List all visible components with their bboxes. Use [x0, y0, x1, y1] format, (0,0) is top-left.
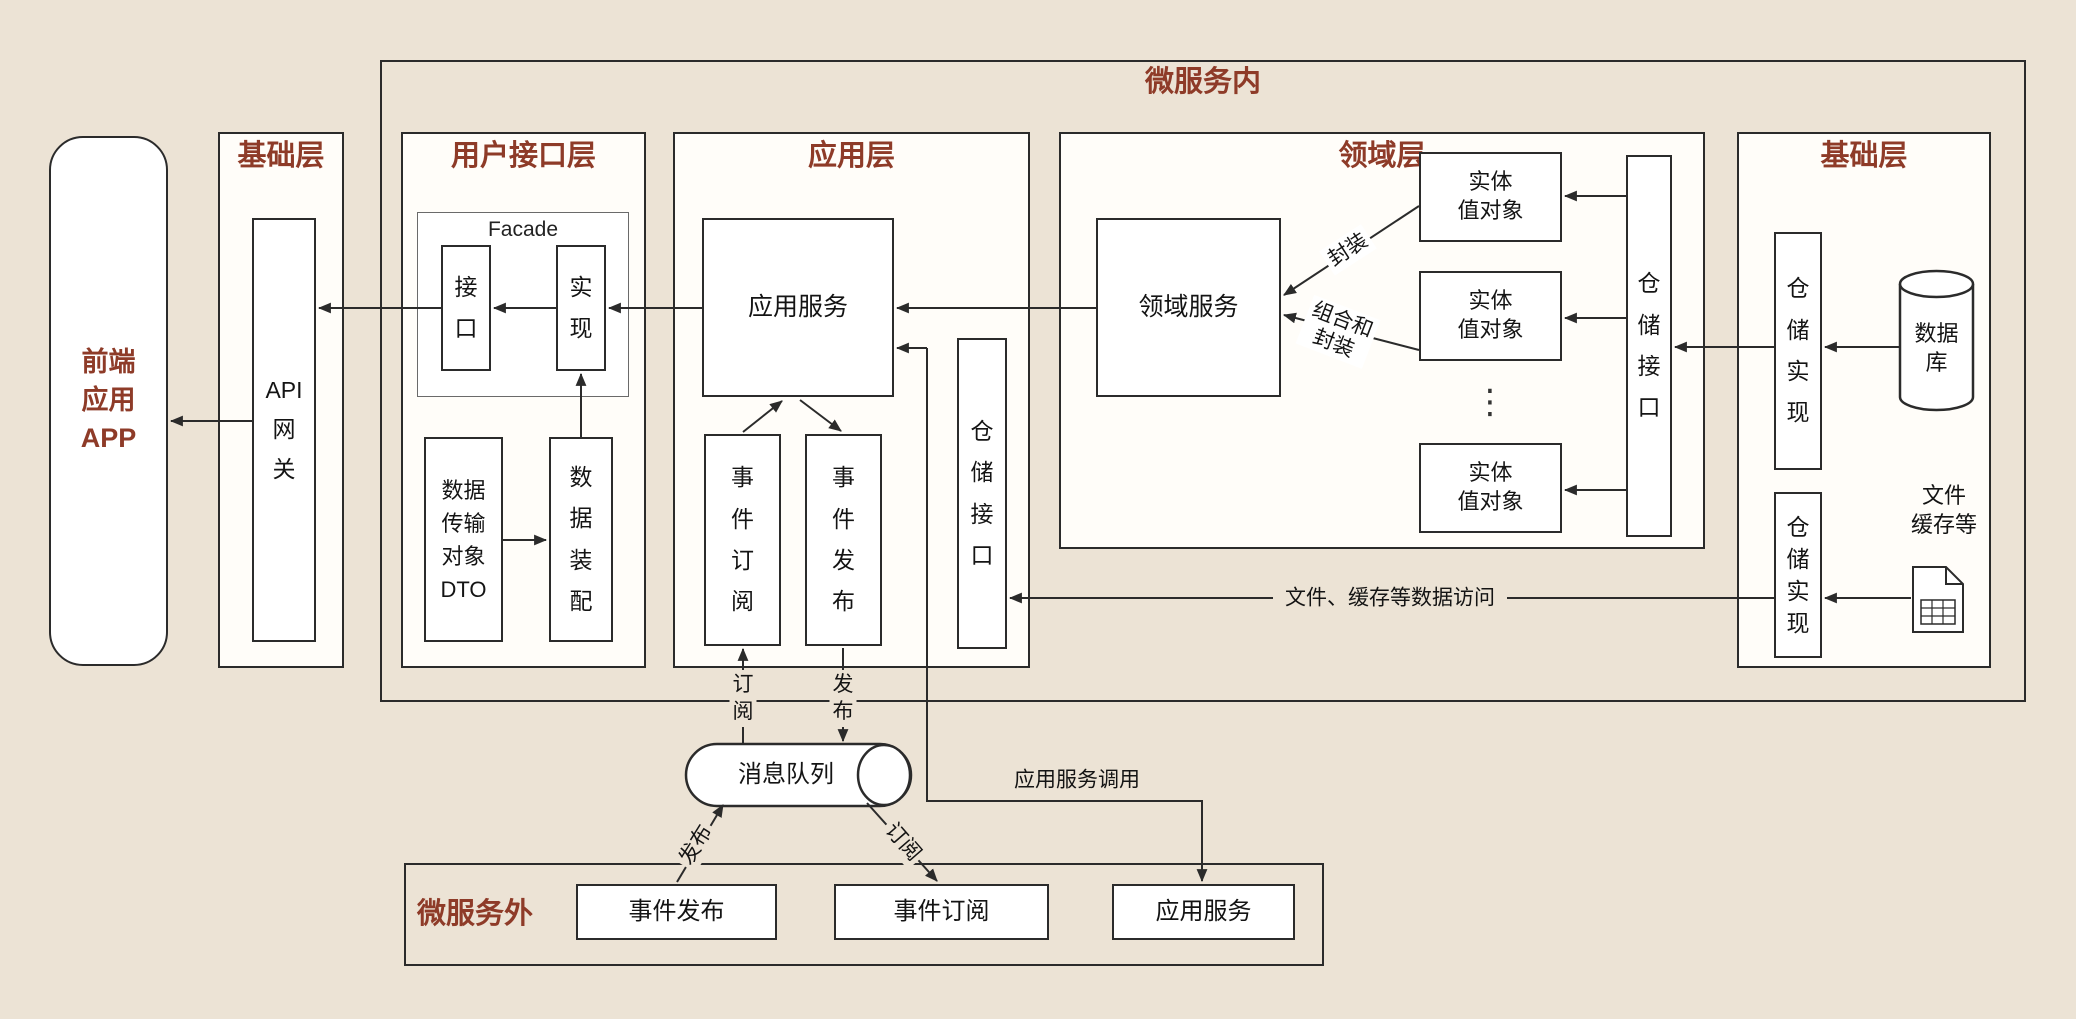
api-gateway-box: API 网 关	[252, 218, 316, 642]
entity-box-1: 实体 值对象	[1419, 152, 1562, 242]
repo-interface-app-box: 仓 储 接 口	[957, 338, 1007, 649]
frontend-app-box: 前端 应用 APP	[49, 136, 168, 666]
domain-layer-title: 领域层	[1338, 140, 1426, 172]
subscribe-label-diagonal: 订阅	[876, 814, 930, 870]
file-cache-access-label: 文件、缓存等数据访问	[1273, 583, 1507, 613]
database-label: 数据 库	[1914, 321, 1959, 375]
entity-box-2: 实体 值对象	[1419, 271, 1562, 361]
infra-left-title: 基础层	[237, 140, 325, 172]
entity-box-3: 实体 值对象	[1419, 443, 1562, 533]
microservice-outer-frame	[404, 863, 1324, 966]
ui-layer-title: 用户接口层	[450, 140, 596, 172]
interface-box: 接 口	[441, 245, 491, 371]
subscribe-label-vertical: 订 阅	[729, 670, 757, 727]
microservice-inner-title: 微服务内	[1144, 66, 1261, 98]
app-layer-title: 应用层	[807, 140, 895, 172]
dto-box: 数据 传输 对象 DTO	[424, 437, 503, 642]
event-publish-box: 事 件 发 布	[805, 434, 882, 646]
file-cache-label: 文件 缓存等	[1910, 483, 1977, 537]
infra-right-title: 基础层	[1820, 140, 1908, 172]
ext-app-service-box: 应用服务	[1112, 884, 1295, 940]
event-subscribe-box: 事 件 订 阅	[704, 434, 781, 646]
data-assembler-box: 数 据 装 配	[549, 437, 613, 642]
ext-event-subscribe-box: 事件订阅	[834, 884, 1049, 940]
microservice-inner-frame	[380, 60, 2026, 702]
message-queue-label: 消息队列	[738, 761, 834, 789]
implementation-box: 实 现	[556, 245, 606, 371]
app-service-box: 应用服务	[702, 218, 894, 397]
domain-service-box: 领域服务	[1096, 218, 1281, 397]
entity-ellipsis: ⋮	[1473, 382, 1507, 421]
repo-impl-top-box: 仓 储 实 现	[1774, 232, 1822, 470]
microservice-outer-title: 微服务外	[417, 898, 534, 930]
repo-interface-domain-box: 仓 储 接 口	[1626, 155, 1672, 537]
repo-impl-bottom-box: 仓 储 实 现	[1774, 492, 1822, 658]
publish-label-vertical: 发 布	[829, 670, 857, 727]
facade-label: Facade	[487, 218, 559, 241]
app-service-call-label: 应用服务调用	[1014, 768, 1140, 792]
ext-event-publish-box: 事件发布	[576, 884, 777, 940]
